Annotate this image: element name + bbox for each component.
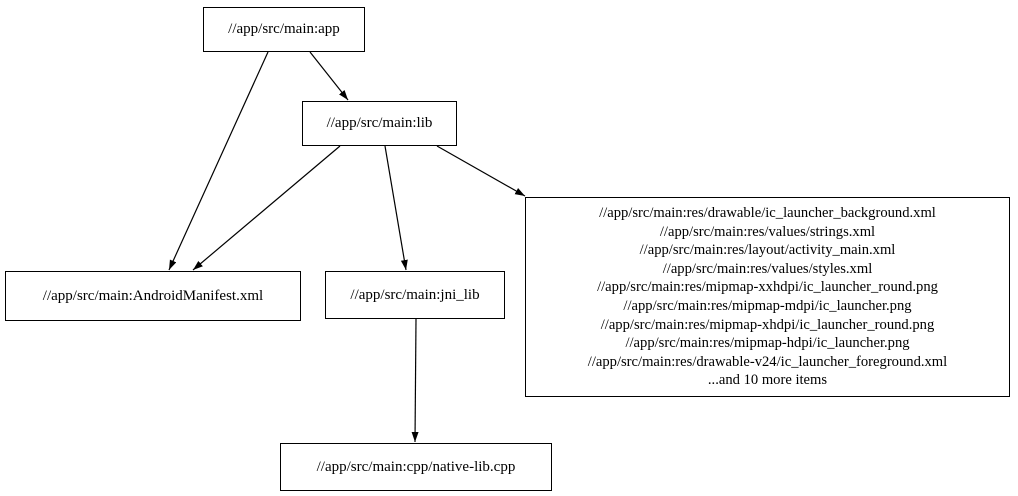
edge-app-to-manifest xyxy=(168,51,269,271)
node-native-lib-cpp: //app/src/main:cpp/native-lib.cpp xyxy=(280,443,552,491)
node-resources-line: //app/src/main:res/layout/activity_main.… xyxy=(639,242,896,259)
node-resources-line: //app/src/main:res/mipmap-mdpi/ic_launch… xyxy=(623,298,912,314)
node-android-manifest-label: //app/src/main:AndroidManifest.xml xyxy=(42,287,264,304)
node-jni-lib-label: //app/src/main:jni_lib xyxy=(350,286,480,303)
edge-app-to-lib xyxy=(309,51,349,101)
node-android-manifest: //app/src/main:AndroidManifest.xml xyxy=(5,271,301,321)
node-resources: //app/src/main:res/drawable/ic_launcher_… xyxy=(525,197,1010,397)
node-resources-line: //app/src/main:res/mipmap-xhdpi/ic_launc… xyxy=(600,316,935,333)
node-app: //app/src/main:app xyxy=(203,7,365,52)
node-resources-line: //app/src/main:res/values/strings.xml xyxy=(659,223,876,240)
node-lib-label: //app/src/main:lib xyxy=(326,115,433,131)
node-lib: //app/src/main:lib xyxy=(302,101,457,146)
edge-lib-to-res xyxy=(436,145,526,197)
node-resources-line: ...and 10 more items xyxy=(707,372,828,389)
node-resources-line: //app/src/main:res/drawable/ic_launcher_… xyxy=(599,205,936,222)
node-native-lib-cpp-label: //app/src/main:cpp/native-lib.cpp xyxy=(316,458,516,475)
edge-lib-to-manifest xyxy=(192,145,341,271)
node-resources-line: //app/src/main:res/mipmap-hdpi/ic_launch… xyxy=(625,335,910,352)
node-resources-lines: //app/src/main:res/drawable/ic_launcher_… xyxy=(526,204,1009,390)
node-resources-line: //app/src/main:res/mipmap-xxhdpi/ic_laun… xyxy=(597,279,938,296)
node-jni-lib: //app/src/main:jni_lib xyxy=(325,271,505,319)
edge-jni-lib-to-native xyxy=(411,318,419,443)
node-resources-line: //app/src/main:res/drawable-v24/ic_launc… xyxy=(587,353,948,370)
edge-lib-to-jni-lib xyxy=(384,145,408,271)
node-resources-line: //app/src/main:res/values/styles.xml xyxy=(662,260,873,277)
node-app-label: //app/src/main:app xyxy=(228,21,340,37)
